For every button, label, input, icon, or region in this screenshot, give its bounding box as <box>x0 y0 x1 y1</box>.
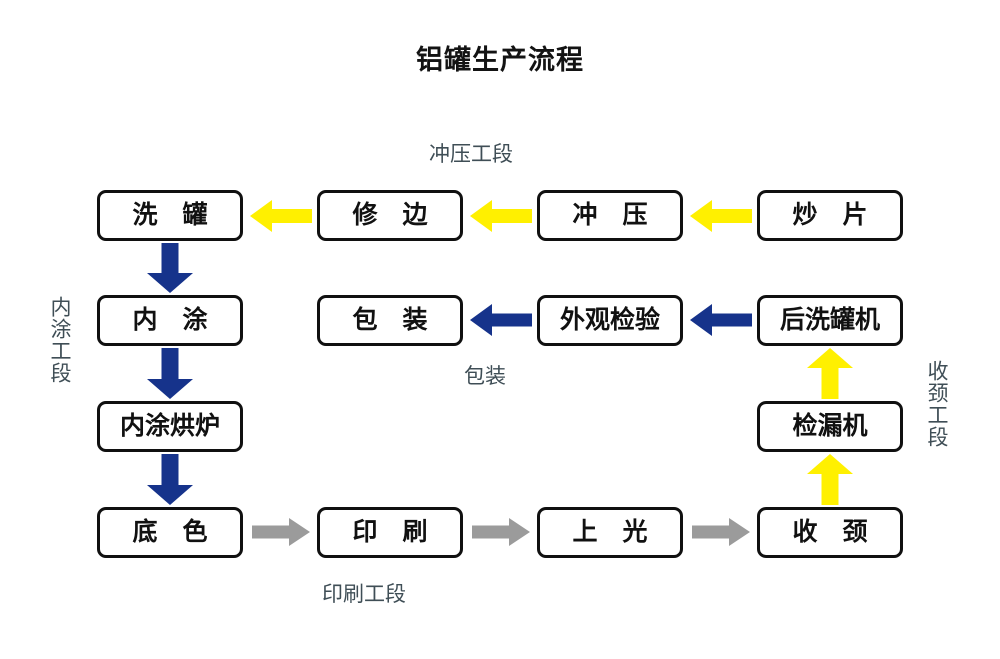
arrow-postwash-to-inspect <box>690 304 752 336</box>
process-box-wash-can[interactable]: 洗 罐 <box>97 190 243 241</box>
process-box-leak-tester[interactable]: 检漏机 <box>757 401 903 452</box>
process-box-visual-inspect[interactable]: 外观检验 <box>537 295 683 346</box>
process-box-varnish[interactable]: 上 光 <box>537 507 683 558</box>
arrow-inspect-to-pack <box>470 304 532 336</box>
section-label-inner-coating: 内涂工段 <box>48 296 71 384</box>
arrow-leaktester-to-postwash <box>807 348 853 399</box>
arrow-neck-to-leaktester <box>807 454 853 505</box>
process-box-blank[interactable]: 炒 片 <box>757 190 903 241</box>
process-box-pack[interactable]: 包 装 <box>317 295 463 346</box>
arrow-trim-to-wash <box>250 200 312 232</box>
section-label-packaging: 包装 <box>464 365 506 388</box>
page-title: 铝罐生产流程 <box>416 45 584 75</box>
arrow-innercoat-to-oven <box>147 348 193 399</box>
process-box-post-washer[interactable]: 后洗罐机 <box>757 295 903 346</box>
arrow-basecoat-to-print <box>252 518 310 546</box>
arrow-print-to-varnish <box>472 518 530 546</box>
process-box-print[interactable]: 印 刷 <box>317 507 463 558</box>
process-box-neck[interactable]: 收 颈 <box>757 507 903 558</box>
section-label-stamping: 冲压工段 <box>429 143 513 166</box>
arrow-wash-to-innercoat <box>147 243 193 293</box>
process-box-inner-coat-oven[interactable]: 内涂烘炉 <box>97 401 243 452</box>
section-label-printing: 印刷工段 <box>322 583 406 606</box>
arrow-oven-to-basecoat <box>147 454 193 505</box>
process-box-base-coat[interactable]: 底 色 <box>97 507 243 558</box>
process-box-inner-coat[interactable]: 内 涂 <box>97 295 243 346</box>
process-box-trim[interactable]: 修 边 <box>317 190 463 241</box>
process-box-stamp[interactable]: 冲 压 <box>537 190 683 241</box>
arrow-blank-to-stamp <box>690 200 752 232</box>
arrow-stamp-to-trim <box>470 200 532 232</box>
arrow-varnish-to-neck <box>692 518 750 546</box>
section-label-necking: 收颈工段 <box>925 360 948 448</box>
